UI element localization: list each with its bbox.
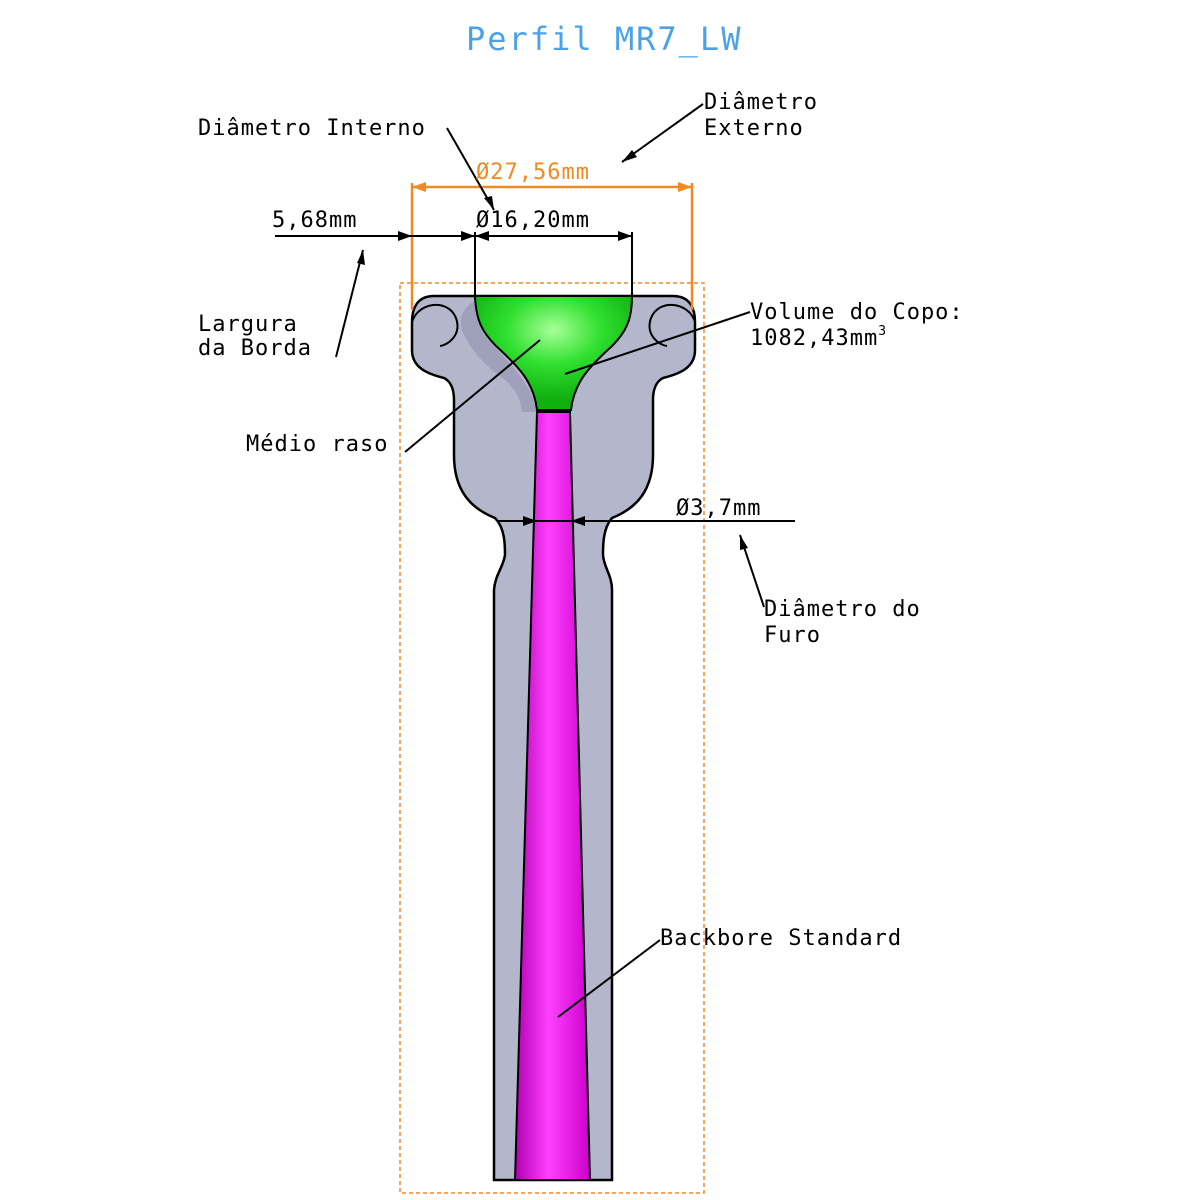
outer-diameter-value: Ø27,56mm: [476, 160, 590, 185]
leader-backbore: [557, 939, 661, 1018]
leader-outer-diameter: [621, 103, 704, 163]
bounding-box: [399, 282, 705, 1194]
outer-diameter-dimension: [410, 182, 694, 310]
diagram-title: Perfil MR7_LW: [466, 20, 743, 58]
leader-inner-diameter: [446, 127, 495, 211]
throat-callout-line1: Diâmetro do: [764, 597, 921, 622]
throat-diameter-value: Ø3,7mm: [676, 496, 762, 521]
cup-volume-number: 1082,43mm: [750, 326, 879, 351]
leader-rim-width: [335, 249, 364, 358]
throat-callout-line2: Furo: [764, 623, 821, 648]
outer-diameter-callout-line2: Externo: [704, 116, 804, 141]
cup-volume-callout: Volume do Copo:: [750, 300, 964, 325]
body-shading-left: [460, 296, 536, 412]
backbore: [513, 411, 592, 1181]
inner-diameter-callout: Diâmetro Interno: [198, 116, 426, 141]
inner-diameter-value: Ø16,20mm: [476, 208, 590, 233]
outer-diameter-callout-line1: Diâmetro: [704, 90, 818, 115]
cup-depth-callout: Médio raso: [246, 432, 389, 457]
leader-cup-depth: [404, 339, 541, 453]
leader-cup-volume: [564, 311, 751, 375]
backbore-callout: Backbore Standard: [660, 926, 903, 951]
cup-volume-exponent: 3: [878, 323, 888, 339]
rim-width-callout-line1: Largura: [198, 312, 298, 337]
rim-width-callout-line2: da Borda: [198, 336, 312, 361]
rim-left-contour: [411, 303, 459, 347]
rim-width-value: 5,68mm: [272, 208, 358, 233]
cup-volume-value: 1082,43mm3: [750, 323, 888, 352]
